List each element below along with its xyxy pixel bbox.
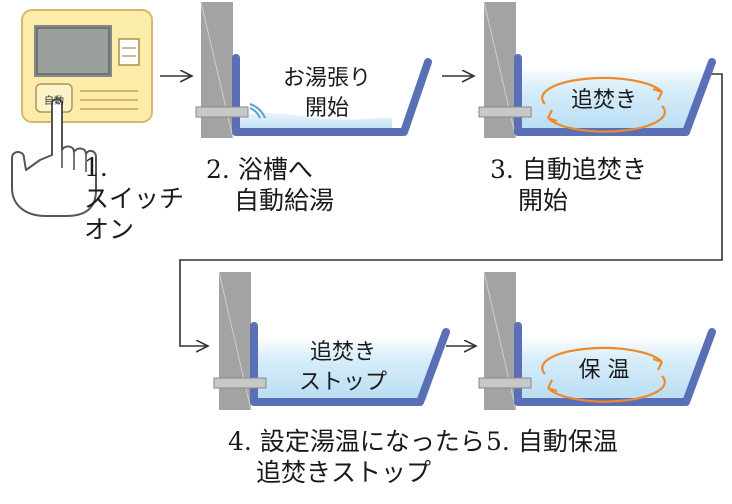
pointing-hand-icon (11, 98, 97, 217)
auto-button-label: 自動 (44, 96, 64, 107)
step-4-caption: 4. 設定湯温になったら 追焚きストップ (228, 427, 485, 487)
tub-3-text: 追焚き ストップ (298, 340, 387, 395)
step-5-caption: 5. 自動保温 (486, 427, 618, 456)
tub-1-text: お湯張り 開始 (282, 66, 371, 121)
step-1-caption: 1. スイッチ オン (84, 153, 185, 244)
tub-2-text: 追焚き (570, 88, 637, 113)
step-4-number: 4. (228, 427, 252, 456)
step-1-number: 1. (84, 153, 108, 182)
tub-filling (195, 1, 432, 139)
tub-reheating (478, 1, 716, 139)
step-3-number: 3. (490, 155, 514, 184)
arrow-3-to-4 (179, 73, 723, 346)
tub-keep-warm (478, 271, 716, 411)
step-3-caption: 3. 自動追焚き 開始 (490, 155, 647, 215)
step-2-number: 2. (206, 155, 230, 184)
tub-reheat-stop (213, 271, 450, 411)
tub-4-text: 保 温 (578, 358, 630, 383)
step-2-caption: 2. 浴槽へ 自動給湯 (206, 155, 335, 215)
remote-controller (21, 9, 153, 123)
step-5-number: 5. (486, 427, 510, 456)
